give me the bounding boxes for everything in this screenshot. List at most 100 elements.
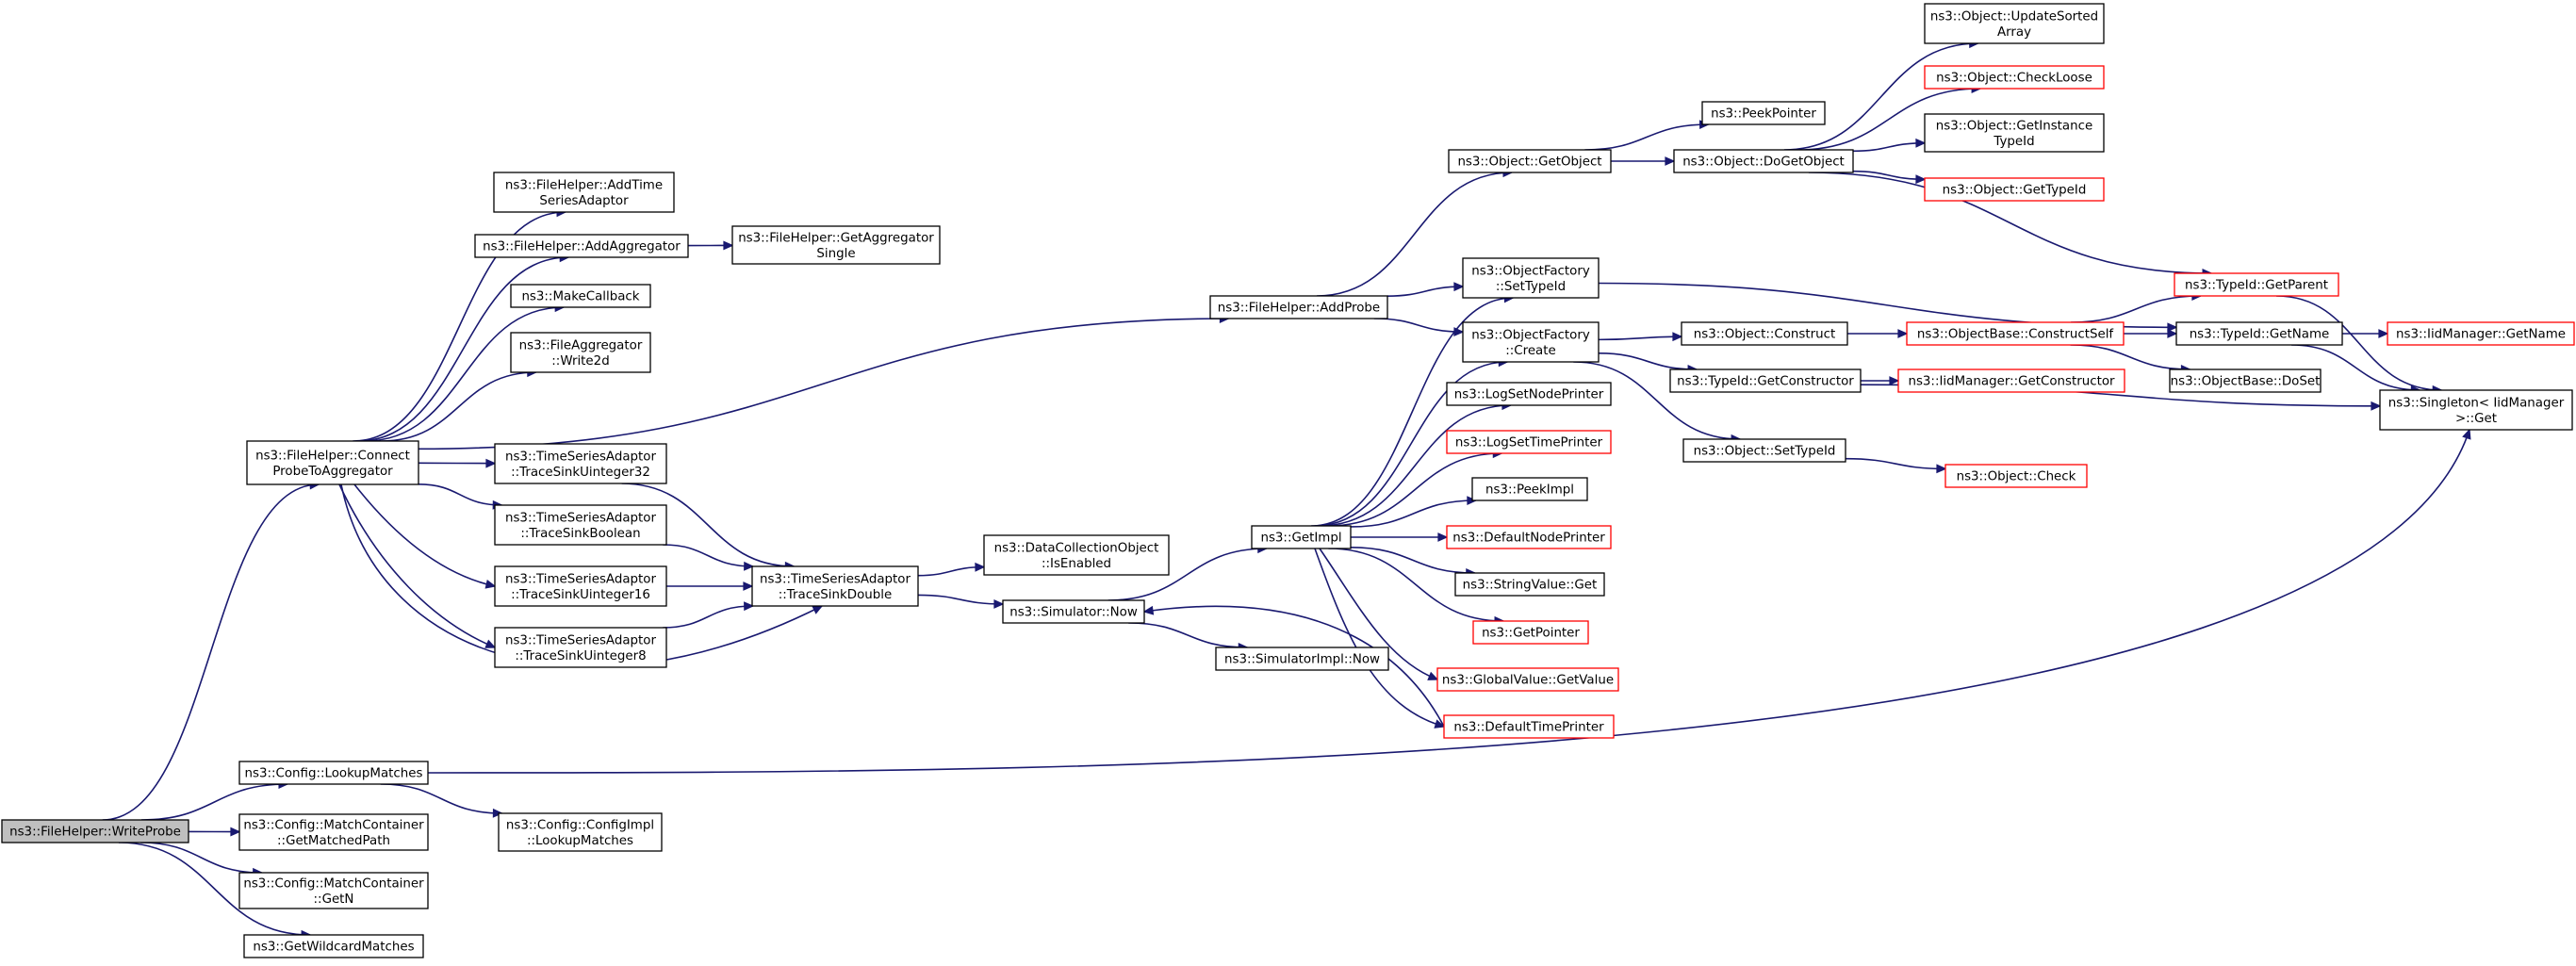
node-box-getconstructor[interactable] bbox=[1669, 368, 1862, 393]
node-globalget[interactable]: ns3::GlobalValue::GetValue bbox=[1436, 667, 1619, 692]
node-strget[interactable]: ns3::StringValue::Get bbox=[1454, 572, 1605, 597]
node-box-objsettypeid[interactable] bbox=[1682, 438, 1846, 463]
node-getobject[interactable]: ns3::Object::GetObject bbox=[1448, 149, 1612, 173]
node-box-wildcard[interactable] bbox=[243, 934, 424, 958]
node-connect[interactable]: ns3::FileHelper::ConnectProbeToAggregato… bbox=[246, 440, 419, 485]
node-box-updatesorted[interactable] bbox=[1924, 3, 2105, 44]
node-box-addprobe[interactable] bbox=[1209, 295, 1388, 319]
node-box-addtime[interactable] bbox=[493, 172, 675, 213]
node-box-constructself[interactable] bbox=[1906, 321, 2125, 346]
node-matchedpath[interactable]: ns3::Config::MatchContainer::GetMatchedP… bbox=[238, 813, 429, 851]
node-writeprobe[interactable]: ns3::FileHelper::WriteProbe bbox=[1, 819, 189, 843]
node-dogetobject[interactable]: ns3::Object::DoGetObject bbox=[1673, 149, 1854, 173]
node-configimpl[interactable]: ns3::Config::ConfigImpl::LookupMatches bbox=[498, 812, 663, 852]
node-box-configimpl[interactable] bbox=[498, 812, 663, 852]
node-box-settypeid_factory[interactable] bbox=[1462, 257, 1600, 299]
node-box-strget[interactable] bbox=[1454, 572, 1605, 597]
node-box-connect[interactable] bbox=[246, 440, 419, 485]
node-box-getobject[interactable] bbox=[1448, 149, 1612, 173]
node-box-construct[interactable] bbox=[1681, 321, 1848, 346]
node-peekpointer[interactable]: ns3::PeekPointer bbox=[1701, 101, 1826, 125]
node-box-simimplnow[interactable] bbox=[1215, 647, 1389, 671]
node-defnode[interactable]: ns3::DefaultNodePrinter bbox=[1446, 525, 1612, 549]
node-makecallback[interactable]: ns3::MakeCallback bbox=[510, 284, 651, 308]
node-double[interactable]: ns3::TimeSeriesAdaptor::TraceSinkDouble bbox=[751, 565, 919, 607]
node-box-isenabled[interactable] bbox=[983, 534, 1170, 576]
node-box-iidgetname[interactable] bbox=[2387, 321, 2575, 346]
node-box-getimpl[interactable] bbox=[1251, 525, 1352, 549]
node-addprobe[interactable]: ns3::FileHelper::AddProbe bbox=[1209, 295, 1388, 319]
node-u32[interactable]: ns3::TimeSeriesAdaptor::TraceSinkUintege… bbox=[494, 443, 667, 484]
node-getimpl[interactable]: ns3::GetImpl bbox=[1251, 525, 1352, 549]
node-box-defnode[interactable] bbox=[1446, 525, 1612, 549]
node-box-lognode[interactable] bbox=[1446, 382, 1612, 406]
node-box-getparent[interactable] bbox=[2174, 272, 2339, 297]
node-gettypeid[interactable]: ns3::Object::GetTypeId bbox=[1924, 177, 2105, 202]
node-box-peekpointer[interactable] bbox=[1701, 101, 1826, 125]
node-box-logtime[interactable] bbox=[1446, 430, 1612, 454]
node-u8[interactable]: ns3::TimeSeriesAdaptor::TraceSinkUintege… bbox=[494, 627, 667, 668]
node-checkloose[interactable]: ns3::Object::CheckLoose bbox=[1924, 65, 2105, 90]
node-box-u8[interactable] bbox=[494, 627, 667, 668]
node-lookupmatches[interactable]: ns3::Config::LookupMatches bbox=[238, 761, 429, 785]
node-iidgetconstructor[interactable]: ns3::IidManager::GetConstructor bbox=[1897, 368, 2125, 393]
node-addaggr[interactable]: ns3::FileHelper::AddAggregator bbox=[474, 234, 689, 258]
node-getpointer[interactable]: ns3::GetPointer bbox=[1472, 620, 1589, 645]
node-box-makecallback[interactable] bbox=[510, 284, 651, 308]
node-peekimpl[interactable]: ns3::PeekImpl bbox=[1471, 477, 1588, 501]
node-box-write2d[interactable] bbox=[510, 332, 651, 373]
node-write2d[interactable]: ns3::FileAggregator::Write2d bbox=[510, 332, 651, 373]
node-box-dogetobject[interactable] bbox=[1673, 149, 1854, 173]
node-lognode[interactable]: ns3::LogSetNodePrinter bbox=[1446, 382, 1612, 406]
node-getparent[interactable]: ns3::TypeId::GetParent bbox=[2174, 272, 2339, 297]
node-box-getpointer[interactable] bbox=[1472, 620, 1589, 645]
node-box-singleton[interactable] bbox=[2379, 389, 2573, 431]
node-box-getaggr[interactable] bbox=[731, 225, 941, 265]
node-logtime[interactable]: ns3::LogSetTimePrinter bbox=[1446, 430, 1612, 454]
node-simimplnow[interactable]: ns3::SimulatorImpl::Now bbox=[1215, 647, 1389, 671]
node-getn[interactable]: ns3::Config::MatchContainer::GetN bbox=[238, 872, 429, 909]
node-box-gettypeid[interactable] bbox=[1924, 177, 2105, 202]
node-doset[interactable]: ns3::ObjectBase::DoSet bbox=[2169, 368, 2322, 393]
node-box-double[interactable] bbox=[751, 565, 919, 607]
node-iidgetname[interactable]: ns3::IidManager::GetName bbox=[2387, 321, 2575, 346]
node-box-globalget[interactable] bbox=[1436, 667, 1619, 692]
node-box-u32[interactable] bbox=[494, 443, 667, 484]
node-box-deftime[interactable] bbox=[1443, 714, 1615, 739]
node-objsettypeid[interactable]: ns3::Object::SetTypeId bbox=[1682, 438, 1846, 463]
node-check[interactable]: ns3::Object::Check bbox=[1944, 464, 2088, 488]
node-box-bool[interactable] bbox=[494, 504, 667, 546]
node-construct[interactable]: ns3::Object::Construct bbox=[1681, 321, 1848, 346]
node-deftime[interactable]: ns3::DefaultTimePrinter bbox=[1443, 714, 1615, 739]
node-box-getn[interactable] bbox=[238, 872, 429, 909]
node-box-getinstance[interactable] bbox=[1924, 113, 2105, 153]
node-box-doset[interactable] bbox=[2169, 368, 2322, 393]
node-box-addaggr[interactable] bbox=[474, 234, 689, 258]
node-getconstructor[interactable]: ns3::TypeId::GetConstructor bbox=[1669, 368, 1862, 393]
node-box-lookupmatches[interactable] bbox=[238, 761, 429, 785]
node-box-matchedpath[interactable] bbox=[238, 813, 429, 851]
node-box-getname[interactable] bbox=[2175, 321, 2343, 346]
node-box-writeprobe[interactable] bbox=[1, 819, 189, 843]
node-create[interactable]: ns3::ObjectFactory::Create bbox=[1462, 321, 1600, 363]
node-box-simnow[interactable] bbox=[1002, 599, 1145, 624]
node-bool[interactable]: ns3::TimeSeriesAdaptor::TraceSinkBoolean bbox=[494, 504, 667, 546]
node-box-check[interactable] bbox=[1944, 464, 2088, 488]
node-constructself[interactable]: ns3::ObjectBase::ConstructSelf bbox=[1906, 321, 2125, 346]
node-singleton[interactable]: ns3::Singleton< IidManager >::Get bbox=[2379, 389, 2573, 431]
node-box-peekimpl[interactable] bbox=[1471, 477, 1588, 501]
node-u16[interactable]: ns3::TimeSeriesAdaptor::TraceSinkUintege… bbox=[494, 565, 667, 607]
node-settypeid_factory[interactable]: ns3::ObjectFactory::SetTypeId bbox=[1462, 257, 1600, 299]
node-box-iidgetconstructor[interactable] bbox=[1897, 368, 2125, 393]
node-box-checkloose[interactable] bbox=[1924, 65, 2105, 90]
node-box-create[interactable] bbox=[1462, 321, 1600, 363]
node-box-u16[interactable] bbox=[494, 565, 667, 607]
node-getname[interactable]: ns3::TypeId::GetName bbox=[2175, 321, 2343, 346]
node-isenabled[interactable]: ns3::DataCollectionObject::IsEnabled bbox=[983, 534, 1170, 576]
node-wildcard[interactable]: ns3::GetWildcardMatches bbox=[243, 934, 424, 958]
node-simnow[interactable]: ns3::Simulator::Now bbox=[1002, 599, 1145, 624]
